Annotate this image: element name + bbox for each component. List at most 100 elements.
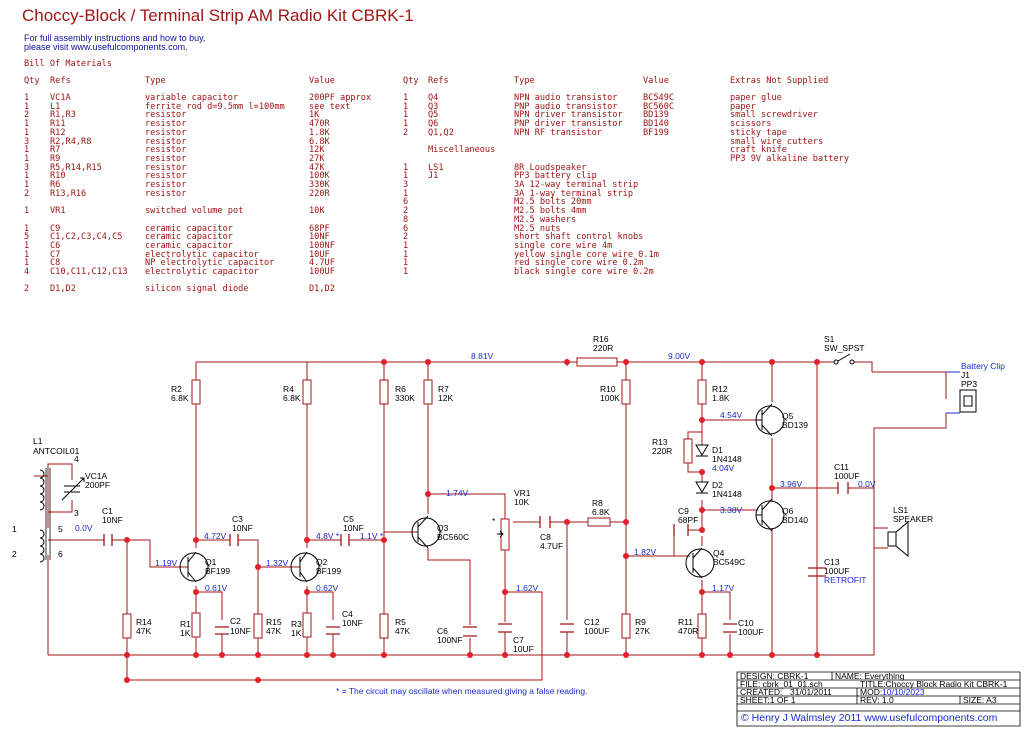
bom-qty: 1 [24,127,30,138]
bom-header-type: Type [145,76,166,86]
bom-type: resistor [145,136,187,147]
bom-qty: 1 [24,119,30,130]
label-r7-value: 12K [438,393,453,403]
bom-type: resistor [145,153,187,164]
bom-type: switched volume pot [145,206,244,217]
bom-header-refs: Refs [428,76,449,86]
label-r2: R2 [171,384,182,394]
label-r3: R3 [291,619,302,629]
label-r5-value: 47K [395,626,410,636]
pin-2: 2 [12,549,17,559]
voltage-q2-base: 1.32V [266,558,289,568]
label-r8-value: 6.8K [592,507,610,517]
tb-sheet: SHEET:1 OF 1 [740,695,796,705]
label-r10: R10 [600,384,616,394]
bom-type: short shaft control knobs [514,232,644,243]
bom-type: electrolytic capacitor [145,249,259,260]
label-c8-value: 4.7UF [540,541,563,551]
bom-type: resistor [145,171,187,182]
pot-wiper [497,530,504,538]
bom-type: yellow single core wire 0.1m [514,249,659,260]
bom-extra-item: PP3 9V alkaline battery [730,153,849,164]
label-q5-value: BD139 [782,420,808,430]
bom-refs: VR1 [50,206,66,217]
bom-value: BD140 [643,119,669,130]
bom-type: electrolytic capacitor [145,267,259,277]
bom-value: 68PF [309,223,330,234]
bom-value: 10NF [309,232,330,243]
bom-type: single core wire 4m [514,240,613,251]
label-c1: C1 [102,506,113,516]
bom-refs: Q1,Q2 [428,127,454,138]
bom-header-value: Value [643,76,669,86]
tb-size: SIZE: A3 [963,695,997,705]
wires [34,361,947,681]
battery-connector [959,389,977,413]
tb-design: DESIGN: CBRK-1 [740,671,809,681]
component-labels: L1 ANTCOIL01 4 3 5 6 1 2 VC1A 200PF C1 1… [12,334,1005,654]
bom-qty: 1 [24,171,30,182]
bom-type: NPN RF transistor [514,127,602,138]
bom-value: 10UF [309,249,330,260]
label-r14-value: 47K [136,626,151,636]
label-s1-value: SW_SPST [824,343,865,353]
bom-value: 12K [309,145,325,156]
tb-mod: 10/10/2023 [882,687,925,697]
bom-value: 6.8K [309,136,330,147]
bom-refs: R1,R3 [50,110,76,121]
bom-type: 3A 1-way terminal strip [514,188,633,199]
bom-qty: 2 [24,284,30,295]
bom-refs: J1 [428,171,439,182]
label-r9: R9 [635,617,646,627]
bom-type: resistor [145,180,187,190]
label-r16: R16 [593,334,609,344]
voltage-q2-emitter: 0.62V [316,583,339,593]
bom-value: BC549C [643,93,675,103]
pin-5: 5 [58,524,63,534]
voltage-q5-base: 4.54V [720,410,743,420]
bom-type: ceramic capacitor [145,232,233,243]
bom-refs: Miscellaneous [428,145,496,156]
bom-type: variable capacitor [145,93,239,103]
label-r9-value: 27K [635,626,650,636]
label-q3: Q3 [437,523,449,533]
bom-refs: R11 [50,119,66,130]
voltage-q4-base: 1.82V [634,547,657,557]
label-c5: C5 [343,514,354,524]
label-c7: C7 [513,635,524,645]
bom-refs: L1 [50,101,61,112]
label-r4: R4 [283,384,294,394]
bom-type: ceramic capacitor [145,223,233,234]
bom-type: PNP audio transistor [514,101,618,112]
bom-value: BD139 [643,110,669,121]
bom-refs: LS1 [428,162,444,173]
label-d2-value: 1N4148 [712,489,742,499]
label-c7-value: 10UF [513,644,534,654]
bom-qty: 1 [403,162,409,173]
voltage-vr1: 1.62V [516,583,539,593]
resistor-bodies [122,357,707,639]
bom-extra-item: scissors [730,119,772,130]
label-r13-value: 220R [652,446,672,456]
label-r7: R7 [438,384,449,394]
label-c3: C3 [232,514,243,524]
label-ls1-value: SPEAKER [893,514,933,524]
bom-qty: 1 [24,223,30,234]
bom-qty: 4 [24,267,30,277]
label-r1: R1 [180,619,191,629]
bom-qty: 6 [403,197,409,208]
bom-refs: R13,R16 [50,188,87,199]
label-q6: Q6 [782,506,794,516]
bom-value: 220R [309,188,330,199]
bom-type: 3A 12-way terminal strip [514,180,639,190]
label-c6: C6 [437,626,448,636]
label-c9: C9 [678,506,689,516]
voltage-labels: 8.81V 9.00V 0.0V 1.19V 4.72V 0.61V 1.32V… [75,351,876,593]
bom-qty: 2 [24,110,30,121]
label-battery-clip: Battery Clip [961,361,1005,371]
bom-qty: 1 [403,258,409,269]
label-d2: D2 [712,480,723,490]
tb-mod-label: MOD: [860,687,882,697]
battery-lead [946,371,960,414]
